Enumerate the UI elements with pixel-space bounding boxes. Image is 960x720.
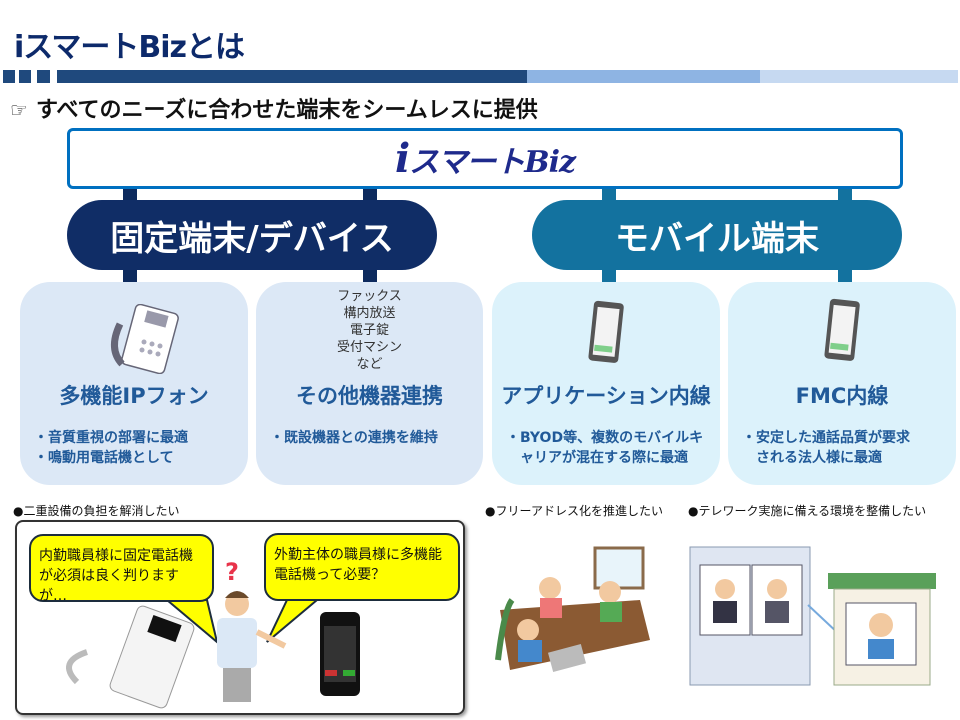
card-title: アプリケーション内線 [501,384,711,408]
free-address-office-illustration [495,546,650,673]
speech-bubble-right: 外勤主体の職員様に多機能電話機って必要？ [264,533,460,601]
card-ip-phone: 多機能IPフォン ・音質重視の部署に最適・鳴動用電話機として [20,282,248,485]
presenter-figure [217,591,287,702]
telework-illustration [689,546,936,686]
smartphone-icon [320,612,360,696]
card-desc-line: ・鳴動用電話機として [34,450,174,466]
card-desc-line: ・音質重視の部署に最適 [34,430,188,446]
product-logo-box: iスマートBiz [67,128,903,189]
desk-phone-icon [111,304,179,374]
card-other-devices: ファックス構内放送電子錠受付マシンなど その他機器連携 ・既設機器との連携を維持 [256,282,483,485]
scene-illustration [66,591,360,709]
card-title: その他機器連携 [296,384,443,408]
card-title: 多機能IPフォン [59,384,209,408]
category-fixed-devices: 固定端末/デバイス [67,200,437,270]
smartphone-icon [588,300,624,363]
question-mark-icon: ? [225,558,239,586]
page-title: iスマートBizとは [14,30,245,65]
subtitle: ☞すべてのニーズに合わせた端末をシームレスに提供 [10,98,538,123]
card-desc-line: ・BYOD等、複数のモバイルキ [506,430,704,446]
category-mobile: モバイル端末 [532,200,902,270]
card-desc-line: ・既設機器との連携を維持 [270,430,438,446]
product-logo: iスマートBiz [394,135,576,182]
card-title: FMC内線 [795,384,889,408]
scenario-label: ●二重設備の負担を解消したい [13,504,180,518]
pointing-hand-icon: ☞ [10,98,28,122]
card-desc-line: される法人様に最適 [742,450,882,466]
desk-phone-icon [66,605,195,709]
smartphone-icon [824,298,860,361]
dual-equipment-scene: 内勤職員様に固定電話機が必須は良く判りますが… 外勤主体の職員様に多機能電話機っ… [15,520,465,715]
card-app-extension: アプリケーション内線 ・BYOD等、複数のモバイルキ ャリアが混在する際に最適 [492,282,720,485]
scenario-label: ●フリーアドレス化を推進したい [485,504,663,518]
device-list: ファックス構内放送電子錠受付マシンなど [336,289,402,372]
card-desc-line: ャリアが混在する際に最適 [506,450,688,466]
card-fmc-extension: FMC内線 ・安定した通話品質が要求 される法人様に最適 [728,282,956,485]
scenario-label: ●テレワーク実施に備える環境を整備したい [688,504,927,518]
speech-bubble-left: 内勤職員様に固定電話機が必須は良く判りますが… [29,534,214,604]
card-desc-line: ・安定した通話品質が要求 [742,430,910,446]
